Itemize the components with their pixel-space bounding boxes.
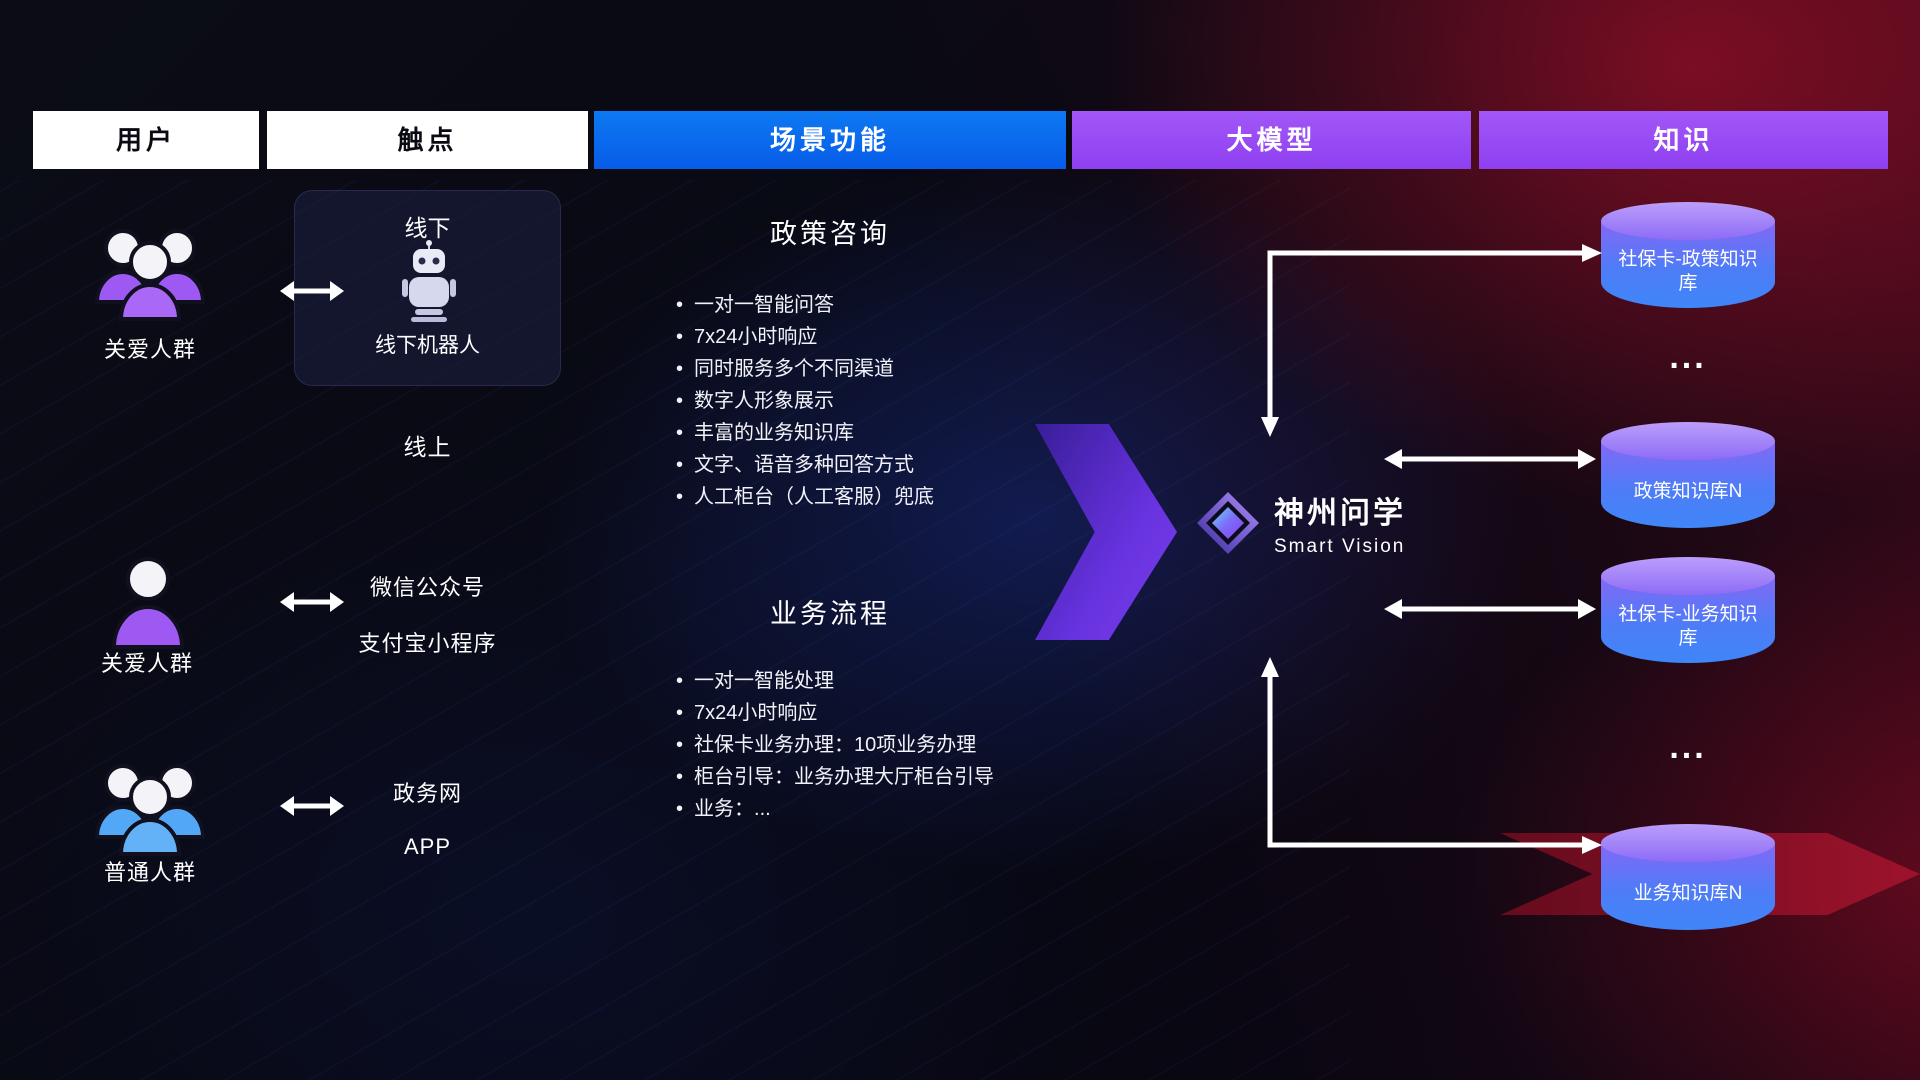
database-cylinder-top bbox=[1601, 202, 1775, 240]
connector-arrow-bottom-l bbox=[1261, 657, 1602, 854]
scenario-bullet: 丰富的业务知识库 bbox=[676, 417, 934, 449]
group-people-blue-icon bbox=[94, 764, 206, 856]
database-label: 业务知识库N bbox=[1633, 882, 1743, 904]
user-group-label: 关爱人群 bbox=[100, 651, 193, 676]
channel-app: APP bbox=[403, 834, 452, 859]
single-person-purple-icon bbox=[111, 557, 185, 649]
database-cylinder: 社保卡-业务知识库 bbox=[1601, 557, 1775, 663]
column-header-model: 大模型 bbox=[1072, 111, 1471, 169]
offline-title: 线下 bbox=[404, 215, 451, 241]
group-people-purple-icon bbox=[94, 229, 206, 321]
channel-wechat: 微信公众号 bbox=[369, 575, 485, 600]
scenario-bullet: 文字、语音多种回答方式 bbox=[676, 449, 934, 481]
scenario-bullet-list: 一对一智能处理 7x24小时响应 社保卡业务办理：10项业务办理 柜台引导：业务… bbox=[676, 665, 994, 825]
user-group-label: 关爱人群 bbox=[103, 337, 196, 362]
column-header-users: 用户 bbox=[33, 111, 259, 169]
database-cylinder-top bbox=[1601, 824, 1775, 862]
scenario-bullet: 柜台引导：业务办理大厅柜台引导 bbox=[676, 761, 994, 793]
scenario-bullet-list: 一对一智能问答 7x24小时响应 同时服务多个不同渠道 数字人形象展示 丰富的业… bbox=[676, 289, 934, 513]
offline-robot-label: 线下机器人 bbox=[375, 334, 480, 357]
database-cylinder: 业务知识库N bbox=[1601, 824, 1775, 930]
database-label: 社保卡-业务知识库 bbox=[1618, 603, 1758, 649]
column-header-knowledge: 知识 bbox=[1479, 111, 1888, 169]
database-label: 社保卡-政策知识库 bbox=[1618, 248, 1758, 294]
user-group-label: 普通人群 bbox=[103, 860, 196, 885]
database-label: 政策知识库N bbox=[1633, 480, 1743, 502]
ellipsis-label: ... bbox=[1669, 338, 1707, 376]
model-name: 神州问学 bbox=[1274, 497, 1406, 530]
database-cylinder-top bbox=[1601, 557, 1775, 595]
online-label: 线上 bbox=[403, 434, 452, 460]
scenario-bullet: 人工柜台（人工客服）兜底 bbox=[676, 481, 934, 513]
scenario-bullet: 一对一智能问答 bbox=[676, 289, 934, 321]
scenario-bullet: 7x24小时响应 bbox=[676, 321, 934, 353]
connector-arrow-double-2 bbox=[1384, 599, 1596, 619]
bidirectional-arrow-icon bbox=[280, 592, 344, 612]
database-cylinder-top bbox=[1601, 422, 1775, 460]
column-header-scenario: 场景功能 bbox=[594, 111, 1066, 169]
channel-gov-web: 政务网 bbox=[392, 781, 462, 806]
scenario-bullet: 同时服务多个不同渠道 bbox=[676, 353, 934, 385]
diamond-logo-icon bbox=[1197, 492, 1259, 554]
model-subtitle: Smart Vision bbox=[1274, 536, 1406, 557]
scenario-section-title: 业务流程 bbox=[770, 599, 890, 629]
model-logo-block: 神州问学 Smart Vision bbox=[1196, 488, 1406, 558]
scenario-bullet: 业务：... bbox=[676, 793, 994, 825]
scenario-bullet: 数字人形象展示 bbox=[676, 385, 934, 417]
bidirectional-arrow-icon bbox=[280, 281, 344, 301]
connector-arrow-top-l bbox=[1261, 244, 1602, 437]
channel-alipay: 支付宝小程序 bbox=[358, 631, 497, 656]
scenario-section-title: 政策咨询 bbox=[770, 219, 890, 249]
connector-arrow-double-1 bbox=[1384, 449, 1596, 469]
database-cylinder: 政策知识库N bbox=[1601, 422, 1775, 528]
database-cylinder: 社保卡-政策知识库 bbox=[1601, 202, 1775, 308]
ellipsis-label: ... bbox=[1669, 728, 1707, 766]
column-header-touchpoints: 触点 bbox=[267, 111, 588, 169]
bidirectional-arrow-icon bbox=[280, 796, 344, 816]
scenario-bullet: 一对一智能处理 bbox=[676, 665, 994, 697]
robot-icon bbox=[402, 240, 456, 322]
scenario-bullet: 社保卡业务办理：10项业务办理 bbox=[676, 729, 994, 761]
scenario-bullet: 7x24小时响应 bbox=[676, 697, 994, 729]
